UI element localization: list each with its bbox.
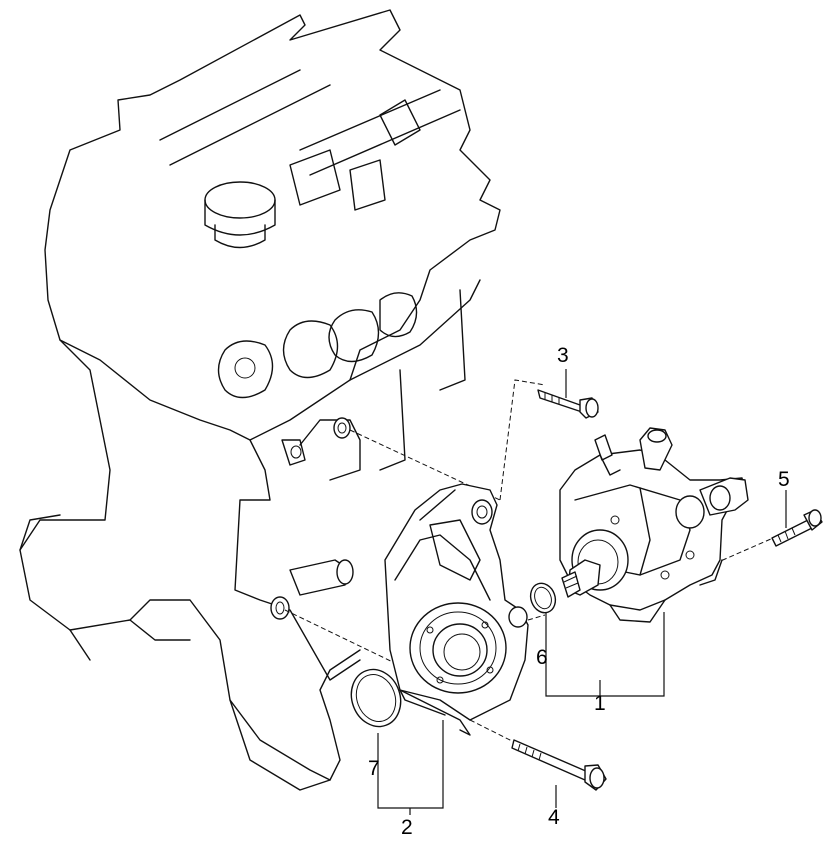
callout-7: 7 bbox=[368, 757, 380, 780]
pump-bracket bbox=[384, 483, 529, 736]
bolt-right bbox=[771, 509, 823, 547]
callout-2: 2 bbox=[401, 816, 413, 839]
mounting-boss-middle bbox=[289, 559, 354, 596]
mounting-boss-lower bbox=[270, 596, 290, 620]
bolt-lower bbox=[511, 739, 607, 791]
callout-1: 1 bbox=[594, 692, 606, 715]
engine-block bbox=[19, 9, 501, 791]
leader-lines bbox=[377, 369, 787, 815]
callout-3: 3 bbox=[557, 344, 569, 367]
mounting-boss-upper bbox=[333, 417, 351, 439]
callout-6: 6 bbox=[536, 646, 548, 669]
high-pressure-pump bbox=[559, 427, 749, 623]
callout-4: 4 bbox=[548, 806, 560, 829]
callout-5: 5 bbox=[778, 468, 790, 491]
callout-labels: 3 5 6 1 7 2 4 bbox=[368, 344, 790, 839]
o-ring-large bbox=[350, 668, 402, 728]
bolt-upper bbox=[537, 389, 599, 419]
o-ring-small bbox=[529, 582, 557, 614]
